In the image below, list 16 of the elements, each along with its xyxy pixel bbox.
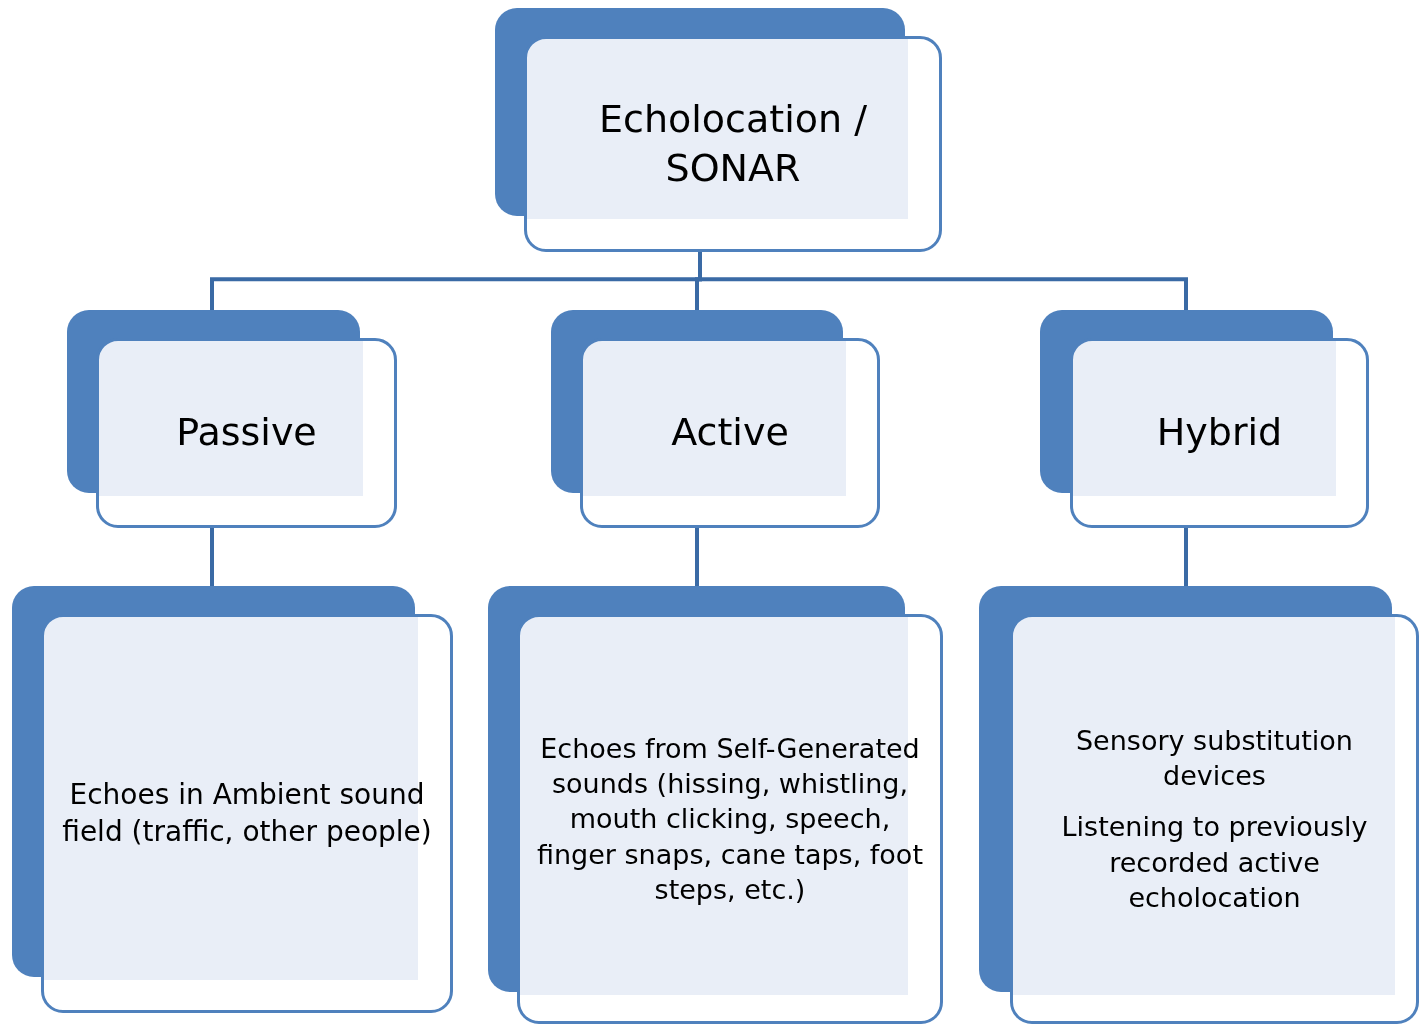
card-text: Sensory substitution devices: [1075, 724, 1354, 794]
category-card: [67, 310, 397, 528]
card-text: Listening to previously recorded active echolocation: [1060, 810, 1369, 915]
card-title: Hybrid: [1156, 409, 1283, 457]
card-title: Active: [671, 409, 789, 457]
card-title: Echolocation / SONAR: [598, 95, 868, 192]
card-title: Echoes in Ambient sound field (traffic, other people): [61, 777, 433, 850]
connector-line: [695, 528, 699, 586]
card-title: Echoes from Self-Generated sounds (hissing, whistling, mouth clicking, speech, finger snaps, cane taps, foot steps, etc.): [536, 732, 924, 907]
connector-line: [698, 252, 1188, 310]
connector-line: [210, 528, 214, 586]
connector-line: [1184, 528, 1188, 586]
card-title: Passive: [176, 409, 317, 457]
category-card: [1040, 310, 1369, 528]
category-card: [551, 310, 880, 528]
category-card: [495, 8, 942, 252]
